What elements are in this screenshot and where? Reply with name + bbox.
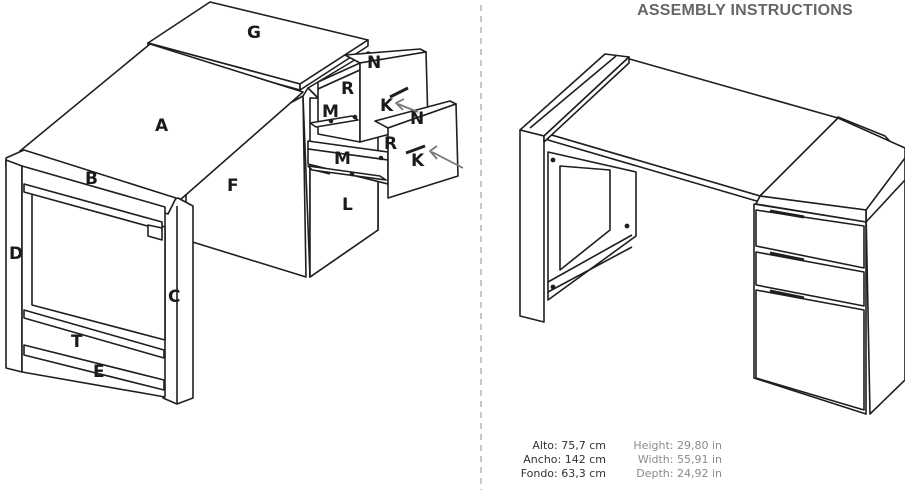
label-g: G — [247, 23, 261, 43]
height-metric: Alto: 75,7 cm — [532, 439, 606, 452]
label-k-lower: K — [411, 151, 425, 171]
drawer-upper — [309, 48, 429, 143]
label-c: C — [168, 287, 180, 307]
label-e: E — [93, 362, 105, 382]
label-t: T — [71, 332, 83, 352]
label-k-upper: K — [380, 96, 394, 116]
assembled-desk — [519, 53, 905, 415]
drawer-lower — [307, 100, 459, 199]
label-m-upper: M — [322, 102, 339, 122]
front-frame — [5, 149, 177, 398]
arrow-k-lower — [429, 145, 464, 169]
height-imperial: Height: 29,80 in — [633, 439, 722, 452]
label-l: L — [342, 195, 353, 215]
page-title: ASSEMBLY INSTRUCTIONS — [637, 2, 853, 19]
label-n-upper: N — [367, 53, 381, 73]
label-f: F — [227, 176, 239, 196]
label-r-upper: R — [341, 79, 354, 99]
dimensions-imperial: Height: 29,80 in Width: 55,91 in Depth: … — [612, 439, 722, 481]
width-metric: Ancho: 142 cm — [523, 453, 606, 466]
exploded-view — [5, 1, 464, 405]
depth-imperial: Depth: 24,92 in — [636, 467, 722, 480]
label-d: D — [9, 244, 23, 264]
label-b: B — [85, 169, 98, 189]
label-r-lower: R — [384, 134, 397, 154]
width-imperial: Width: 55,91 in — [637, 453, 722, 466]
dimensions-metric: Alto: 75,7 cm Ancho: 142 cm Fondo: 63,3 … — [496, 439, 606, 481]
arrow-k-upper — [395, 98, 419, 113]
label-a: A — [155, 116, 169, 136]
panel-c — [162, 197, 194, 405]
label-n-lower: N — [410, 109, 424, 129]
part-labels: G A B F D C T E L N R M K N R M K — [9, 23, 425, 382]
depth-metric: Fondo: 63,3 cm — [520, 467, 606, 480]
label-m-lower: M — [334, 149, 351, 169]
